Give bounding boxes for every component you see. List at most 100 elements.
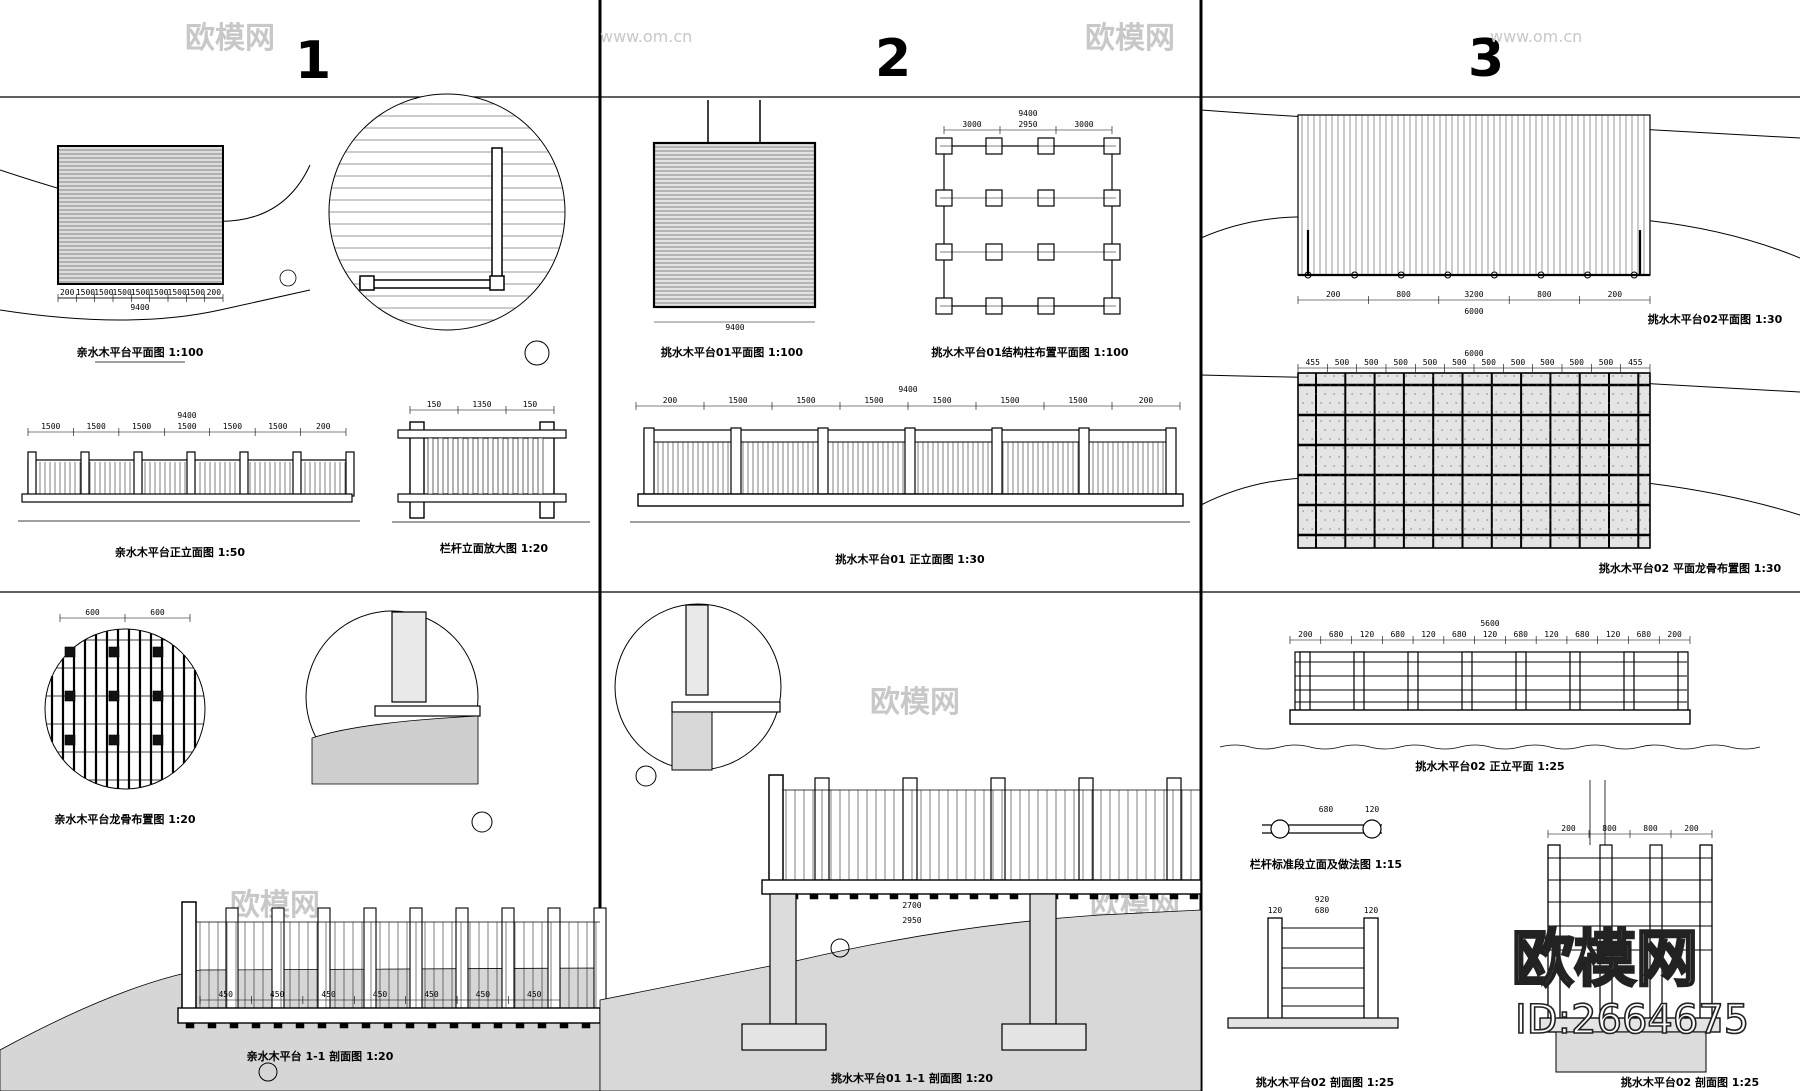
fill-dot: [1383, 528, 1385, 530]
dim-label: 200: [1298, 630, 1313, 639]
fill-dot: [1302, 528, 1304, 530]
dim-label: 500: [1364, 358, 1379, 367]
fill-dot: [1423, 483, 1425, 485]
fill-dot: [1459, 375, 1461, 377]
dim-label: 1500: [41, 422, 60, 431]
railing-post: [501, 907, 515, 1009]
dim-label: 200: [1608, 290, 1623, 299]
fill-dot: [1540, 447, 1542, 449]
fill-dot: [1635, 456, 1637, 458]
fill-dot: [1635, 528, 1637, 530]
fill-dot: [1423, 537, 1425, 539]
fill-dot: [1644, 438, 1646, 440]
dim-label: 455: [1305, 358, 1320, 367]
fill-dot: [1396, 429, 1398, 431]
drawing-title: 挑水木平台01 正立面图 1:30: [835, 552, 985, 566]
fill-dot: [1612, 411, 1614, 413]
joist: [559, 1022, 569, 1029]
drawing-p3-rail-plan: 680 120 栏杆标准段立面及做法图 1:15: [1250, 805, 1402, 871]
fill-dot: [1621, 411, 1623, 413]
fill-dot: [1324, 483, 1326, 485]
fill-dot: [1464, 402, 1466, 404]
fill-dot: [1311, 456, 1313, 458]
fill-dot: [1527, 492, 1529, 494]
drawing-title: 亲水木平台平面图 1:100: [77, 345, 204, 359]
fill-dot: [1630, 447, 1632, 449]
dim-label: 9400: [130, 303, 149, 312]
fill-dot: [1540, 429, 1542, 431]
fill-dot: [1590, 528, 1592, 530]
fill-dot: [1617, 384, 1619, 386]
fill-dot: [1576, 501, 1578, 503]
fill-dot: [1419, 420, 1421, 422]
fill-dot: [1351, 537, 1353, 539]
dim-label: 120: [1544, 630, 1559, 639]
fill-dot: [1432, 429, 1434, 431]
drawing-title: 栏杆标准段立面及做法图 1:15: [1250, 857, 1402, 871]
fill-dot: [1621, 501, 1623, 503]
support-pad: [108, 690, 120, 702]
fill-dot: [1522, 519, 1524, 521]
fill-dot: [1509, 438, 1511, 440]
fill-dot: [1594, 447, 1596, 449]
fill-dot: [1477, 483, 1479, 485]
dim-label: 1500: [113, 288, 132, 297]
fill-dot: [1599, 420, 1601, 422]
fill-dot: [1635, 438, 1637, 440]
fill-dot: [1527, 456, 1529, 458]
panel-number: 2: [875, 29, 911, 89]
fill-dot: [1500, 474, 1502, 476]
fill-dot: [1509, 474, 1511, 476]
fill-dot: [1369, 411, 1371, 413]
railing-post: [902, 777, 918, 881]
dim-label: 1500: [864, 396, 883, 405]
fill-dot: [1468, 411, 1470, 413]
fill-dot: [1414, 447, 1416, 449]
dim-label: 200: [60, 288, 75, 297]
fill-dot: [1513, 393, 1515, 395]
fill-dot: [1491, 456, 1493, 458]
fill-dot: [1648, 393, 1650, 395]
dim-label: 500: [1393, 358, 1408, 367]
fill-dot: [1594, 375, 1596, 377]
dim-label: 120: [1268, 906, 1283, 915]
fill-dot: [1581, 474, 1583, 476]
fill-dot: [1396, 465, 1398, 467]
fill-dot: [1387, 501, 1389, 503]
fill-dot: [1509, 492, 1511, 494]
fill-dot: [1383, 384, 1385, 386]
fill-dot: [1437, 510, 1439, 512]
fill-dot: [1432, 519, 1434, 521]
fill-dot: [1545, 474, 1547, 476]
fill-dot: [1567, 537, 1569, 539]
fill-dot: [1477, 447, 1479, 449]
fill-dot: [1342, 519, 1344, 521]
fill-dot: [1347, 402, 1349, 404]
fill-dot: [1338, 492, 1340, 494]
joist: [989, 893, 999, 900]
drawing-p2-section-detail: [614, 603, 782, 787]
fill-dot: [1482, 420, 1484, 422]
fill-dot: [1378, 537, 1380, 539]
fill-dot: [1351, 429, 1353, 431]
fill-dot: [1567, 375, 1569, 377]
fill-dot: [1648, 537, 1650, 539]
fill-dot: [1473, 456, 1475, 458]
fill-dot: [1486, 375, 1488, 377]
support-pad: [64, 646, 76, 658]
fill-dot: [1612, 519, 1614, 521]
fill-dot: [1455, 510, 1457, 512]
fill-dot: [1315, 447, 1317, 449]
dim-label: 2950: [1018, 120, 1037, 129]
fill-dot: [1414, 393, 1416, 395]
fill-dot: [1635, 474, 1637, 476]
fill-dot: [1419, 474, 1421, 476]
fill-dot: [1401, 474, 1403, 476]
fill-dot: [1306, 393, 1308, 395]
fill-dot: [1639, 375, 1641, 377]
fill-dot: [1338, 456, 1340, 458]
fill-dot: [1536, 384, 1538, 386]
fill-dot: [1639, 465, 1641, 467]
fill-dot: [1576, 375, 1578, 377]
